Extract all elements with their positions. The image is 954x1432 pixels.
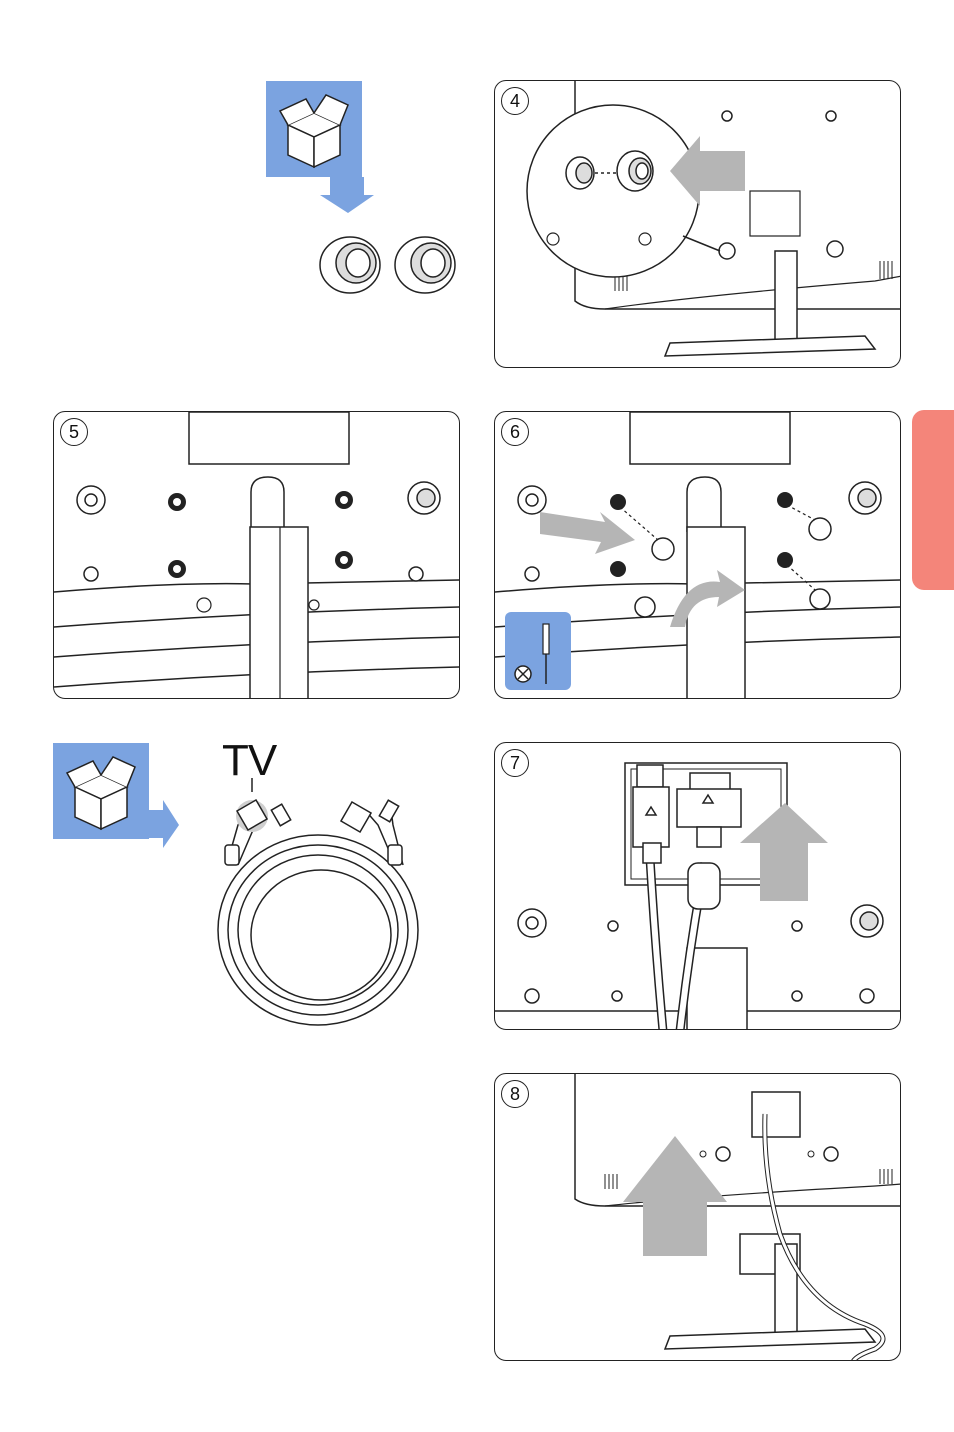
box-icon	[53, 743, 149, 839]
box-contents-spacers	[260, 75, 475, 305]
box-icon	[266, 81, 362, 177]
step-number: 5	[60, 418, 88, 446]
cable-coil-icon	[218, 810, 418, 1025]
dvi-connector-icon	[677, 773, 741, 909]
step-7-panel: 7	[494, 742, 901, 1030]
tv-label: TV	[222, 736, 276, 786]
step-8-panel: 8	[494, 1073, 901, 1361]
step-4-panel: 4	[494, 80, 901, 368]
section-tab	[912, 410, 954, 590]
spacer-icon	[320, 237, 455, 293]
step-6-panel: 6	[494, 411, 901, 699]
hdmi-connector-icon	[633, 765, 669, 863]
arrow-icon	[740, 803, 828, 901]
arrow-icon	[623, 1136, 727, 1256]
screwdriver-icon	[505, 612, 571, 690]
down-arrow-icon	[320, 177, 374, 213]
step-number: 4	[501, 87, 529, 115]
step-number: 8	[501, 1080, 529, 1108]
arrow-icon	[540, 512, 635, 554]
step-5-panel: 5	[53, 411, 460, 699]
right-arrow-icon	[149, 800, 179, 848]
step-number: 7	[501, 749, 529, 777]
step-number: 6	[501, 418, 529, 446]
